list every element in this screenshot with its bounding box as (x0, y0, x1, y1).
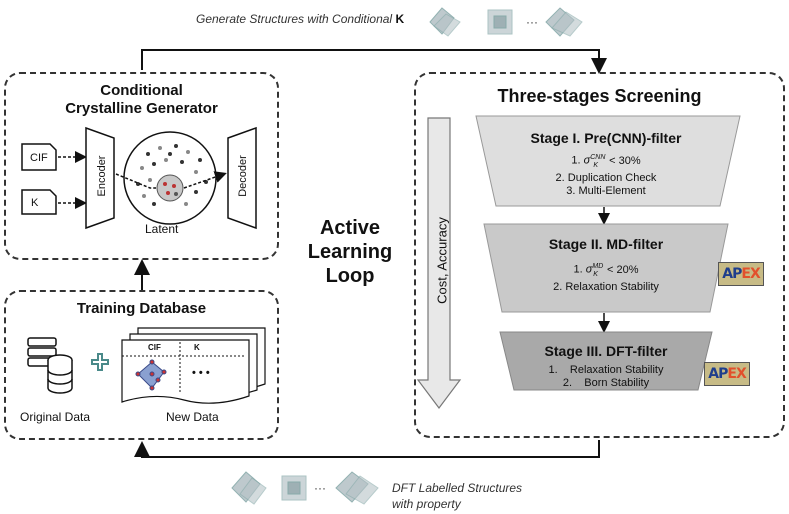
bottom-caption: DFT Labelled Structures with property (392, 480, 522, 512)
stage1-shape (475, 115, 741, 207)
stage3-items: 1. Relaxation Stability 2. Born Stabilit… (476, 364, 736, 390)
plus-icon (91, 353, 109, 371)
new-data-label: New Data (166, 410, 219, 424)
screening-diagram (416, 115, 741, 409)
stage3-item1: 1. Relaxation Stability (548, 364, 664, 376)
training-dots: • • • (192, 367, 210, 379)
stage2-items: 1. σMDK < 20% 2. Relaxation Stability (476, 260, 736, 294)
generator-title-line1: Conditional (100, 82, 183, 99)
top-loop-line (141, 49, 607, 74)
stage3-title: Stage III. DFT-filter (544, 343, 668, 359)
stage1-item1: 1. σCNNK < 30% (571, 154, 641, 169)
crystal-structure-icon (281, 475, 307, 501)
screening-panel (414, 72, 785, 438)
stage1-items: 1. σCNNK < 30% 2. Duplication Check 3. M… (476, 151, 736, 198)
decoder-label: Decoder (237, 155, 249, 197)
stage2-item2: 2. Relaxation Stability (553, 280, 659, 293)
apex-badge: APEX (718, 262, 764, 286)
stage3-shape (499, 331, 713, 391)
crystal-structure-icon (335, 471, 379, 505)
training-diagram (27, 327, 266, 404)
apex-badge: APEX (704, 362, 750, 386)
encoder-block (85, 126, 115, 230)
active-learning-loop: Active Learning Loop (290, 216, 410, 288)
input-cif-label: CIF (30, 152, 48, 164)
crystal-structure-icon (487, 9, 513, 35)
cost-accuracy-label: Cost, Accuracy (434, 217, 450, 304)
bottom-loop-line (134, 440, 600, 458)
crystal-structure-icon (231, 471, 267, 505)
k-file-icon (21, 189, 57, 215)
loop-line2: Learning (307, 241, 393, 263)
top-caption-k: K (395, 12, 405, 26)
top-caption-text: Generate Structures with Conditional (196, 12, 396, 26)
latent-center (156, 174, 184, 202)
training-col-cif: CIF (148, 343, 161, 352)
stage2-item1: 1. σMDK < 20% (573, 263, 639, 278)
latent-center-points (163, 182, 178, 196)
cif-file-icon (21, 143, 57, 171)
generator-title: Conditional Crystalline Generator (4, 82, 279, 118)
bottom-caption-line1: DFT Labelled Structures (392, 481, 523, 495)
top-ellipsis: ··· (526, 15, 538, 29)
crystal-structure-icon (545, 7, 583, 37)
screening-title: Three-stages Screening (497, 86, 702, 106)
generator-title-line2: Crystalline Generator (65, 100, 218, 117)
top-structures: ··· (429, 7, 583, 37)
input-k-label: K (31, 197, 39, 209)
stage2-shape (483, 223, 729, 313)
stage1-item3: 3. Multi-Element (566, 184, 646, 197)
stage1-title: Stage I. Pre(CNN)-filter (530, 130, 682, 146)
database-icon (27, 337, 73, 394)
latent-label: Latent (145, 222, 179, 236)
bottom-ellipsis: ··· (314, 481, 326, 495)
crystal-structure-icon (429, 7, 461, 37)
cost-accuracy-arrow (416, 117, 462, 409)
decoder-block (227, 126, 257, 230)
crystal-structure-icon (135, 359, 167, 391)
new-data-sheets (121, 327, 266, 404)
stage1-item2: 2. Duplication Check (555, 171, 657, 184)
training-panel (4, 290, 279, 440)
stage2-title: Stage II. MD-filter (548, 236, 664, 252)
loop-line1: Active (319, 217, 381, 239)
top-caption: Generate Structures with Conditional K (196, 12, 404, 26)
training-col-k: K (194, 343, 200, 352)
bottom-structures: ··· (231, 471, 379, 505)
generator-panel (4, 72, 279, 260)
training-title: Training Database (76, 300, 207, 317)
original-data-label: Original Data (20, 410, 91, 424)
encoder-label: Encoder (96, 155, 108, 197)
bottom-caption-line2: with property (392, 497, 461, 511)
latent-points (136, 144, 208, 206)
stage3-item2: 2. Born Stability (562, 377, 650, 389)
generator-diagram (21, 126, 257, 230)
loop-line3: Loop (325, 265, 375, 287)
